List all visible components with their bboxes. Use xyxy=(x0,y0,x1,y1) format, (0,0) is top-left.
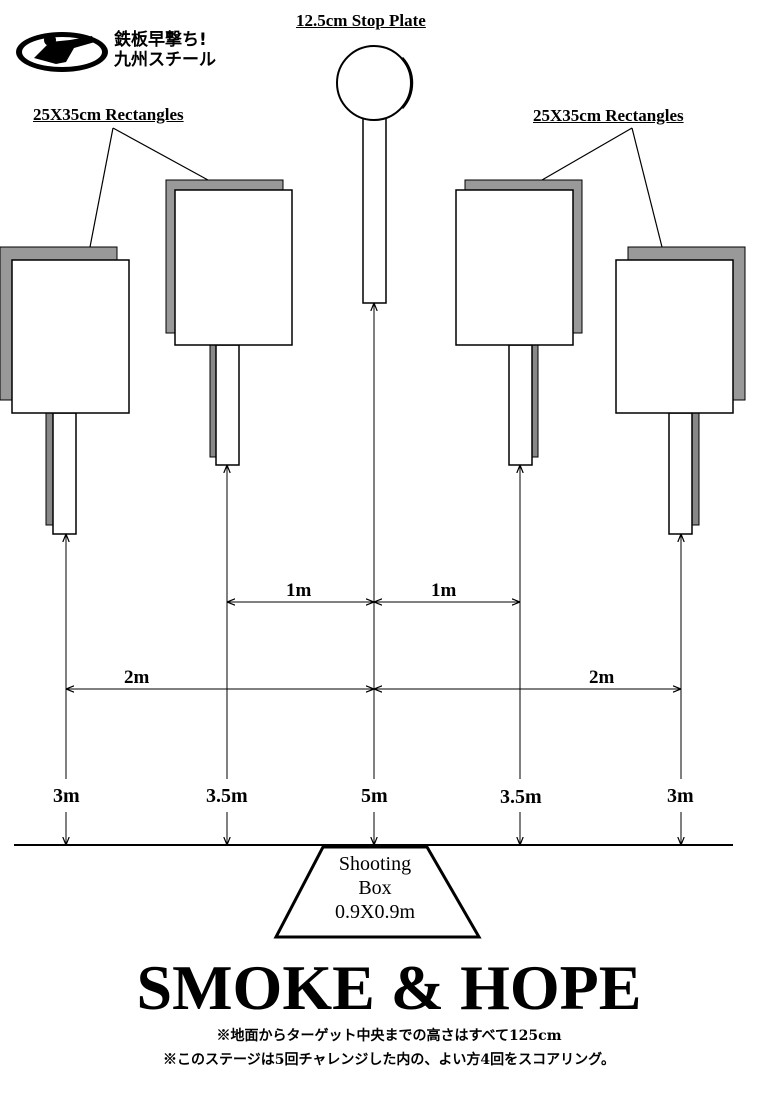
logo-line-1: 鉄板早撃ち! xyxy=(114,30,207,50)
logo: 鉄板早撃ち! 九州スチール xyxy=(14,30,234,74)
distance-label: 5m xyxy=(361,785,388,807)
distance-label: 3.5m xyxy=(206,785,248,807)
shooting-box-label: Shooting Box 0.9X0.9m xyxy=(300,852,450,924)
spacing-label-left-1m: 1m xyxy=(286,580,312,601)
rect-right-label: 25X35cm Rectangles xyxy=(533,106,684,125)
stop-plate-target xyxy=(336,45,414,304)
shooting-box-line-2: Box xyxy=(358,877,392,899)
shooting-box xyxy=(273,845,482,939)
spacing-label-right-1m: 1m xyxy=(431,580,457,601)
rect-target-inner-left xyxy=(165,179,293,466)
distance-label: 3.5m xyxy=(500,786,542,808)
spacing-arrows xyxy=(66,602,681,689)
stop-plate-label: 12.5cm Stop Plate xyxy=(296,11,426,30)
distance-label: 3m xyxy=(667,785,694,807)
logo-text: 鉄板早撃ち! 九州スチール xyxy=(114,30,234,70)
logo-line-2: 九州スチール xyxy=(114,50,216,70)
spacing-label-right-2m: 2m xyxy=(589,667,615,688)
distance-label: 3m xyxy=(53,785,80,807)
distance-arrows xyxy=(66,303,681,845)
note-scoring: ※このステージは5回チャレンジした内の、よい方4回をスコアリング。 xyxy=(163,1052,615,1068)
spacing-label-left-2m: 2m xyxy=(124,667,150,688)
rect-target-far-left xyxy=(0,246,130,535)
leader-lines xyxy=(89,127,663,248)
rect-target-inner-right xyxy=(455,179,583,466)
note-height: ※地面からターゲット中央までの高さはすべて125cm xyxy=(216,1028,562,1044)
rect-target-far-right xyxy=(615,246,746,535)
shooting-box-line-3: 0.9X0.9m xyxy=(335,901,415,923)
shooting-box-line-1: Shooting xyxy=(338,853,412,875)
rect-left-label: 25X35cm Rectangles xyxy=(33,105,184,124)
stage-title: SMOKE & HOPE xyxy=(136,952,642,1023)
logo-emblem xyxy=(16,32,108,72)
